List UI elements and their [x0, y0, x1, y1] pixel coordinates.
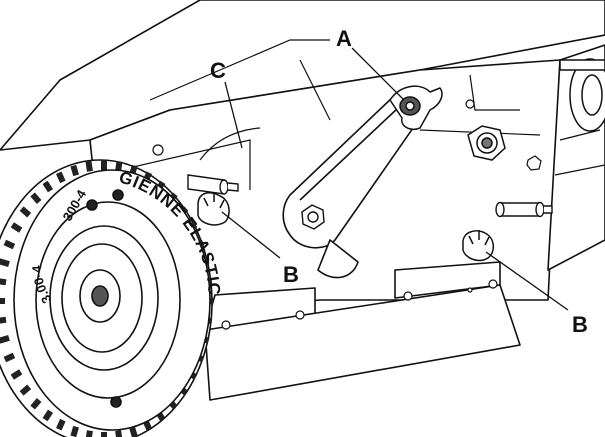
wing-knob-a [389, 85, 443, 130]
small-nut-right [526, 155, 542, 171]
stud-left-cap [219, 179, 229, 195]
tread-block [30, 192, 42, 204]
tread-block [70, 164, 79, 177]
stud-left-tip [227, 182, 239, 192]
leader-b-left [221, 211, 281, 259]
tread-block [70, 425, 79, 437]
panel-edge-7 [559, 129, 601, 141]
wheel-marker-3 [110, 396, 122, 408]
panel-lines [119, 39, 605, 190]
tread-block [42, 180, 54, 193]
tread-block [0, 258, 10, 267]
leader-a [351, 47, 405, 101]
tread-block [30, 398, 42, 410]
callout-label-c: C [210, 58, 226, 83]
callout-leaders [221, 47, 569, 311]
knob-b-left-lobes [203, 193, 225, 209]
callout-label-b-left: B [283, 262, 299, 287]
stud-left [187, 174, 239, 195]
stud-right-body [499, 202, 541, 217]
tread-block [0, 298, 5, 304]
shaft-housing-inner [581, 74, 603, 116]
skirt-bolt-4 [488, 279, 498, 289]
tread-block [0, 277, 7, 286]
tread-block [42, 409, 54, 422]
tread-block [85, 430, 93, 437]
skirt-bolt-3 [403, 291, 413, 301]
callout-label-b-right: B [572, 312, 588, 337]
tread-block [0, 335, 10, 344]
tread-block [85, 161, 93, 172]
leader-c [224, 81, 243, 149]
tread-block [19, 206, 32, 218]
tread-block [55, 171, 66, 184]
tread-block [101, 160, 107, 170]
knob-b-right-lobes [468, 230, 490, 246]
panel-edge-3 [299, 59, 331, 121]
front-skirt [204, 261, 521, 401]
skirt-bolt-1 [295, 310, 305, 320]
panel-edge-4 [469, 74, 520, 111]
leader-b-right [485, 251, 569, 311]
tread-block [19, 384, 32, 396]
skirt-bolt-5 [467, 287, 473, 293]
panel-edge-1 [119, 139, 251, 190]
lever-arm-edge [299, 107, 399, 201]
tread-block [115, 161, 123, 172]
hex-nut [467, 125, 506, 161]
right-shaft-housing [559, 58, 605, 132]
tread-block [3, 239, 16, 250]
shaft-housing-plate [559, 59, 605, 71]
tread-block [101, 432, 107, 437]
tread-block [10, 222, 23, 233]
tread-block [3, 352, 16, 363]
stud-right [495, 201, 553, 218]
skirt-bolt-2 [221, 320, 231, 330]
tread-block [115, 430, 123, 437]
tread-block [129, 425, 138, 437]
tread-block [55, 418, 66, 431]
lever-bolt [301, 204, 325, 230]
callout-label-a: A [336, 26, 352, 51]
tread-block [10, 369, 23, 380]
panel-edge-6 [149, 39, 330, 101]
hex-nut-core [481, 137, 493, 149]
lever-arm-foot [317, 239, 359, 279]
knob-b-right [462, 230, 494, 262]
wing-knob-a-hub-center [405, 101, 415, 111]
stud-right-base [495, 201, 505, 218]
panel-edge-2 [199, 127, 261, 161]
small-bolt-left [152, 144, 164, 156]
small-bolt-top [465, 99, 475, 109]
skirt-bolts [221, 279, 498, 330]
wheel-marker-2 [86, 199, 98, 211]
lever-bolt-center [307, 211, 319, 223]
wheel-hub-center [91, 285, 109, 307]
panel-edge-8 [554, 164, 605, 176]
skirt-lower [204, 284, 521, 401]
stud-right-tip [544, 205, 553, 214]
wheel-marker-1 [112, 189, 124, 201]
knob-b-left [197, 192, 230, 226]
wheel [0, 159, 213, 437]
knob-b-right-body [462, 230, 494, 262]
tread-block [0, 316, 7, 325]
stud-right-cap [535, 201, 545, 218]
